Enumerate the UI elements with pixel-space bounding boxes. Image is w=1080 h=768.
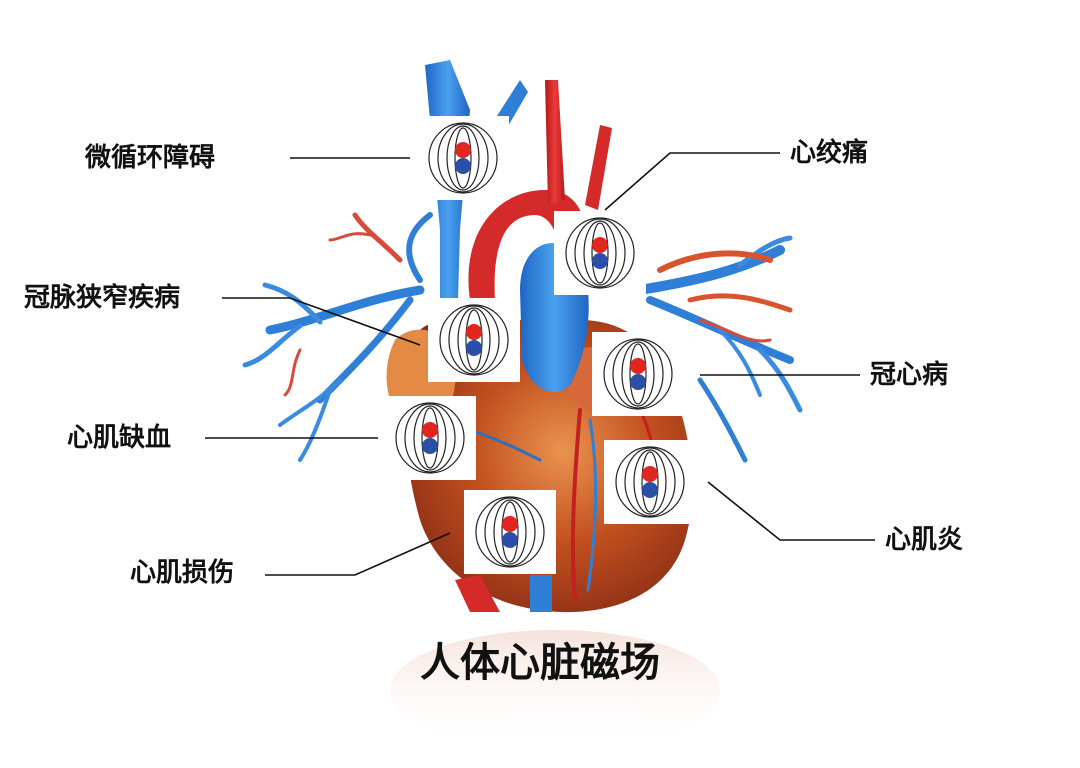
descending-artery: [455, 575, 500, 612]
leader-line-myocarditis: [707, 481, 875, 541]
magnetic-dipole-icon: [383, 395, 477, 481]
heart-reflection: [390, 630, 720, 750]
label-coronary-heart-disease: 冠心病: [870, 360, 949, 390]
label-myocardial-ischemia: 心肌缺血: [67, 423, 172, 453]
label-angina: 心绞痛: [790, 138, 869, 168]
aorta-branch-2: [585, 125, 612, 210]
magnetic-dipole-icon: [427, 297, 521, 383]
label-microcirculation: 微循环障碍: [85, 143, 216, 173]
right-vessel-branches: [635, 235, 803, 463]
left-vessel-branches: [242, 212, 433, 462]
diagram-title: 人体心脏磁场: [420, 640, 660, 686]
label-coronary-stenosis: 冠脉狭窄疾病: [24, 283, 181, 313]
magnetic-dipole-icon: [553, 210, 647, 296]
aorta-branch-1: [545, 80, 565, 205]
magnetic-dipole-icon: [603, 439, 697, 525]
leader-lines: [205, 152, 875, 576]
descending-vein: [530, 575, 552, 612]
magnetic-dipole-icon: [416, 115, 510, 201]
label-myocardial-injury: 心肌损伤: [130, 558, 235, 588]
leader-line-stenosis: [222, 297, 421, 346]
leader-line-angina: [604, 152, 780, 211]
magnetic-dipole-icon: [463, 489, 557, 575]
magnetic-dipole-icon: [591, 331, 685, 417]
leader-line-injury: [265, 532, 451, 576]
label-myocarditis: 心肌炎: [885, 525, 964, 555]
